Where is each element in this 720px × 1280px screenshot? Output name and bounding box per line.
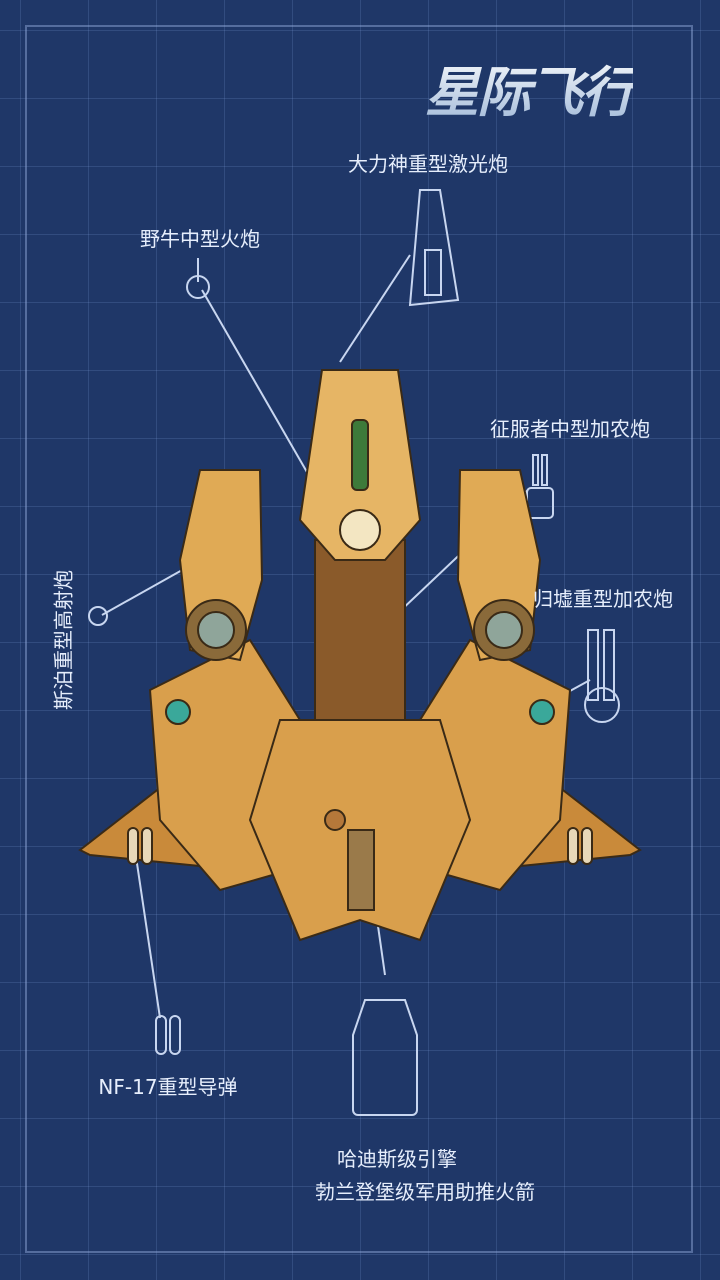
aa-part-icon bbox=[88, 606, 108, 626]
spine bbox=[314, 539, 406, 721]
conqueror-part-icon bbox=[526, 454, 554, 519]
label-sibo-aa-gun: 斯泊重型高射炮 bbox=[51, 570, 76, 710]
label-conqueror-cannon: 征服者中型加农炮 bbox=[490, 417, 650, 441]
guixu-part-icon bbox=[584, 629, 620, 723]
leader-line-laser bbox=[339, 254, 411, 363]
leader-line-missile bbox=[134, 849, 161, 1019]
blueprint-frame bbox=[25, 25, 693, 1253]
engine-part-icon bbox=[352, 999, 418, 1116]
spaceship bbox=[78, 369, 642, 942]
label-hercules-laser: 大力神重型激光炮 bbox=[348, 152, 508, 176]
label-brandenburg-booster: 勃兰登堡级军用助推火箭 bbox=[315, 1180, 535, 1204]
label-bison-cannon: 野牛中型火炮 bbox=[140, 227, 260, 251]
laser-part-icon bbox=[408, 189, 460, 307]
label-hades-engine: 哈迪斯级引擎 bbox=[337, 1147, 457, 1171]
missile-part-icon bbox=[155, 1015, 181, 1055]
logo: 星际飞行 bbox=[425, 48, 635, 127]
label-guixu-cannon: 归墟重型加农炮 bbox=[533, 587, 673, 611]
bison-part-icon bbox=[186, 258, 210, 299]
label-nf17-missile: NF-17重型导弹 bbox=[98, 1075, 238, 1099]
